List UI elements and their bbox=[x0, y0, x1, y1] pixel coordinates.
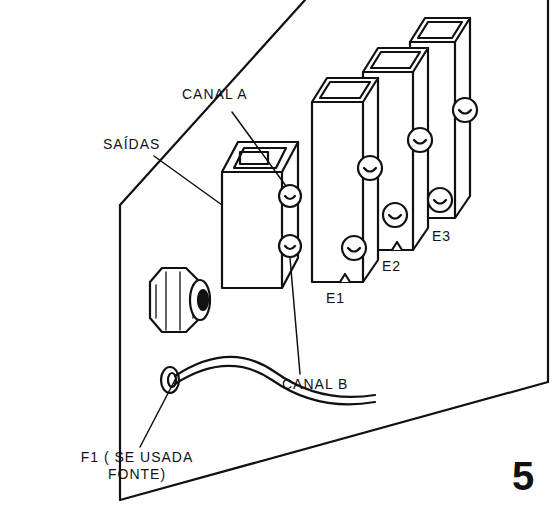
terminal-label: E2 bbox=[382, 258, 401, 275]
output-label: SAÍDAS bbox=[103, 136, 160, 153]
input-terminal-block bbox=[312, 18, 477, 282]
leader-lines bbox=[140, 112, 300, 447]
terminal-label: E1 bbox=[326, 290, 345, 307]
terminal-label: E3 bbox=[432, 228, 451, 245]
cabinet-outline bbox=[120, 0, 548, 500]
figure-number: 5 bbox=[512, 452, 534, 500]
channel-label: CANAL B bbox=[282, 376, 348, 393]
power-cable bbox=[161, 357, 375, 404]
output-label: CANAL A bbox=[182, 86, 248, 103]
power-jack bbox=[150, 268, 210, 332]
output-jack-block bbox=[222, 142, 301, 288]
jack-label: F1 ( SE USADA FONTE) bbox=[62, 449, 212, 483]
